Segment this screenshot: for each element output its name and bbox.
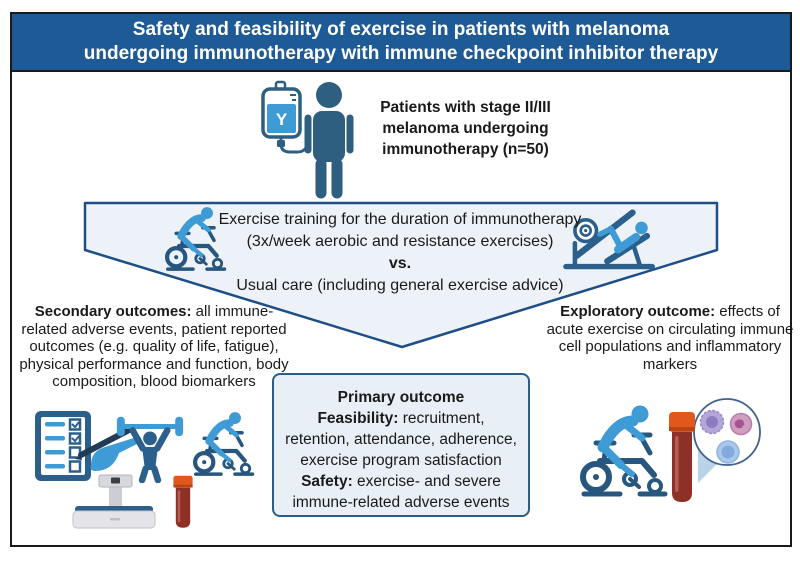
intervention-line-3: Usual care (including general exercise a… (236, 277, 564, 294)
primary-outcome-box: Primary outcome Feasibility: recruitment… (272, 373, 530, 517)
acute-exercise-bike-icon (570, 398, 670, 504)
patient-description: Patients with stage II/III melanoma unde… (380, 99, 551, 158)
intervention-funnel (83, 201, 719, 349)
intervention-text: Exercise training for the duration of im… (205, 209, 595, 297)
patient-iv-icon: Y (261, 80, 354, 199)
secondary-outcomes-label: Secondary outcomes: (34, 303, 192, 320)
secondary-outcomes-body: all immune-related adverse events, patie… (19, 303, 289, 390)
exploratory-outcome-text: Exploratory outcome: effects of acute ex… (546, 303, 794, 373)
blood-tube-icon-left (173, 475, 193, 528)
dxa-scanner-icon (72, 474, 156, 529)
primary-outcome-body: Feasibility: recruitment, retention, att… (284, 408, 518, 513)
exploratory-outcome-label: Exploratory outcome: (560, 303, 716, 320)
exploratory-outcome-body: effects of acute exercise on circulating… (546, 303, 794, 373)
title-banner: Safety and feasibility of exercise in pa… (10, 12, 792, 72)
vs-label: vs. (388, 255, 412, 272)
safety-text: exercise- and severe immune-related adve… (292, 473, 510, 511)
primary-outcome-title: Primary outcome (337, 389, 465, 406)
leg-press-icon (563, 209, 655, 270)
feasibility-label: Feasibility: (317, 410, 399, 427)
checklist-icon (35, 411, 142, 481)
antibody-y-symbol: Y (276, 110, 288, 129)
title-line-1: Safety and feasibility of exercise in pa… (132, 19, 670, 40)
intervention-line-2: (3x/week aerobic and resistance exercise… (246, 233, 554, 250)
immune-cells-magnifier (693, 398, 761, 483)
exercise-bike-icon-small (186, 407, 256, 481)
weightlifter-icon (116, 416, 184, 483)
blood-tube-icon-right (669, 412, 695, 502)
feasibility-text: recruitment, retention, attendance, adhe… (285, 410, 517, 469)
secondary-outcomes-text: Secondary outcomes: all immune-related a… (16, 303, 292, 391)
safety-label: Safety: (301, 473, 353, 490)
title-line-2: undergoing immunotherapy with immune che… (83, 43, 719, 64)
intervention-line-1: Exercise training for the duration of im… (218, 211, 582, 228)
